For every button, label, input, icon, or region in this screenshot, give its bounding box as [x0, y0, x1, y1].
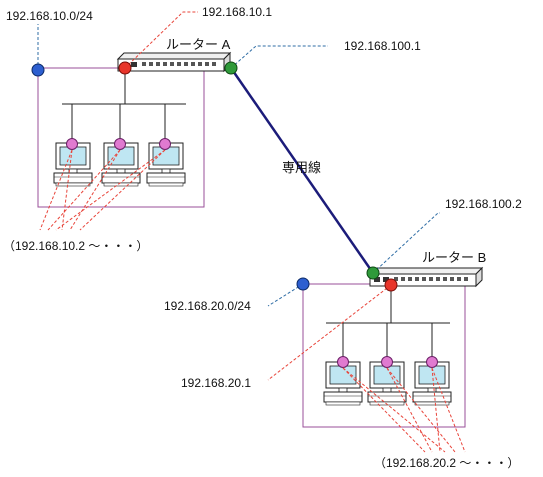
router-a-lan-interface-dot	[118, 61, 132, 75]
router-a-wan-interface-dot	[224, 61, 238, 75]
lan-a-network-label: 192.168.10.0/24	[6, 9, 93, 23]
leased-line	[229, 67, 375, 274]
host-interface-dot	[381, 356, 393, 368]
host-interface-dot	[66, 138, 78, 150]
lan-b-network-label: 192.168.20.0/24	[164, 299, 251, 313]
lan-a-network-dot	[31, 63, 45, 77]
hosts-a-range-label: （192.168.10.2 ～・・・）	[3, 239, 148, 253]
lan-b-network-dot	[296, 277, 310, 291]
host-interface-dot	[114, 138, 126, 150]
lan-b-box	[302, 283, 466, 428]
host-interface-dot	[337, 356, 349, 368]
router-b-wan-interface-dot	[366, 266, 380, 280]
router-a-wan-ip-label: 192.168.100.1	[344, 39, 421, 53]
router-b-lan-ip-label: 192.168.20.1	[181, 376, 251, 390]
leased-line-label: 専用線	[282, 160, 321, 175]
router-b-wan-ip-label: 192.168.100.2	[445, 197, 522, 211]
router-a-lan-ip-label: 192.168.10.1	[202, 5, 272, 19]
router-b-lan-interface-dot	[384, 278, 398, 292]
host-interface-dot	[159, 138, 171, 150]
router-icon	[117, 52, 231, 72]
hosts-b-range-label: （192.168.20.2 ～・・・）	[374, 456, 519, 470]
host-interface-dot	[426, 356, 438, 368]
router-b-name-label: ルーター B	[422, 250, 486, 265]
router-a-name-label: ルーター A	[166, 37, 231, 52]
